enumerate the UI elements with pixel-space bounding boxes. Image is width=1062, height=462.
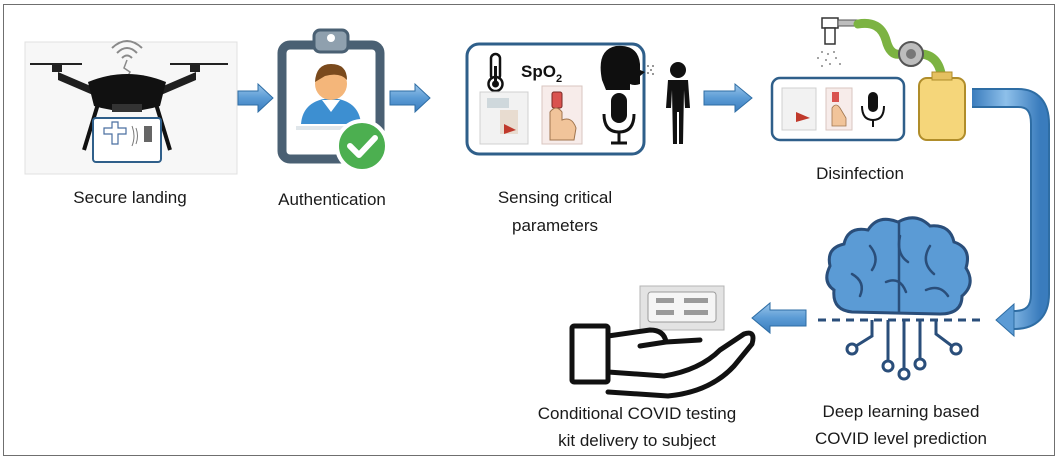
- brain-network-icon: [818, 216, 984, 381]
- drone-icon: [24, 40, 238, 175]
- step-label-authentication: Authentication: [278, 190, 386, 209]
- wifi-icon: [111, 40, 143, 59]
- flow-arrow-5: [751, 301, 807, 335]
- coughing-head-icon: [600, 45, 654, 90]
- authentication-badge-icon: [277, 28, 389, 173]
- step-label-deep-learning-line1: Deep learning based: [822, 402, 980, 421]
- figure-frame: [3, 4, 1055, 456]
- microphone-icon: [602, 93, 636, 145]
- thermometer-icon: [487, 52, 504, 93]
- person-icon: [666, 62, 690, 144]
- step-label-sensing-line1: Sensing critical: [497, 188, 613, 207]
- step-label-secure-landing: Secure landing: [73, 188, 187, 207]
- sensing-panel: [465, 42, 654, 156]
- spo2-label: SpO2: [521, 62, 562, 85]
- pulse-oximeter-icon: [541, 85, 583, 145]
- step-label-sensing-line2: parameters: [512, 216, 598, 235]
- flow-arrow-2: [389, 82, 431, 114]
- step-label-delivery-line2: kit delivery to subject: [558, 431, 716, 450]
- step-label-delivery-line1: Conditional COVID testing: [537, 404, 737, 423]
- flow-arrow-3: [703, 82, 753, 114]
- disinfection-unit-icon: [770, 17, 966, 142]
- flow-arrow-1: [237, 82, 274, 114]
- step-label-disinfection: Disinfection: [816, 164, 904, 183]
- skin-sensor-icon: [479, 91, 529, 145]
- hand-delivery-icon: [569, 285, 756, 399]
- step-label-deep-learning-line2: COVID level prediction: [815, 429, 987, 448]
- flow-arrow-4: [972, 88, 1050, 338]
